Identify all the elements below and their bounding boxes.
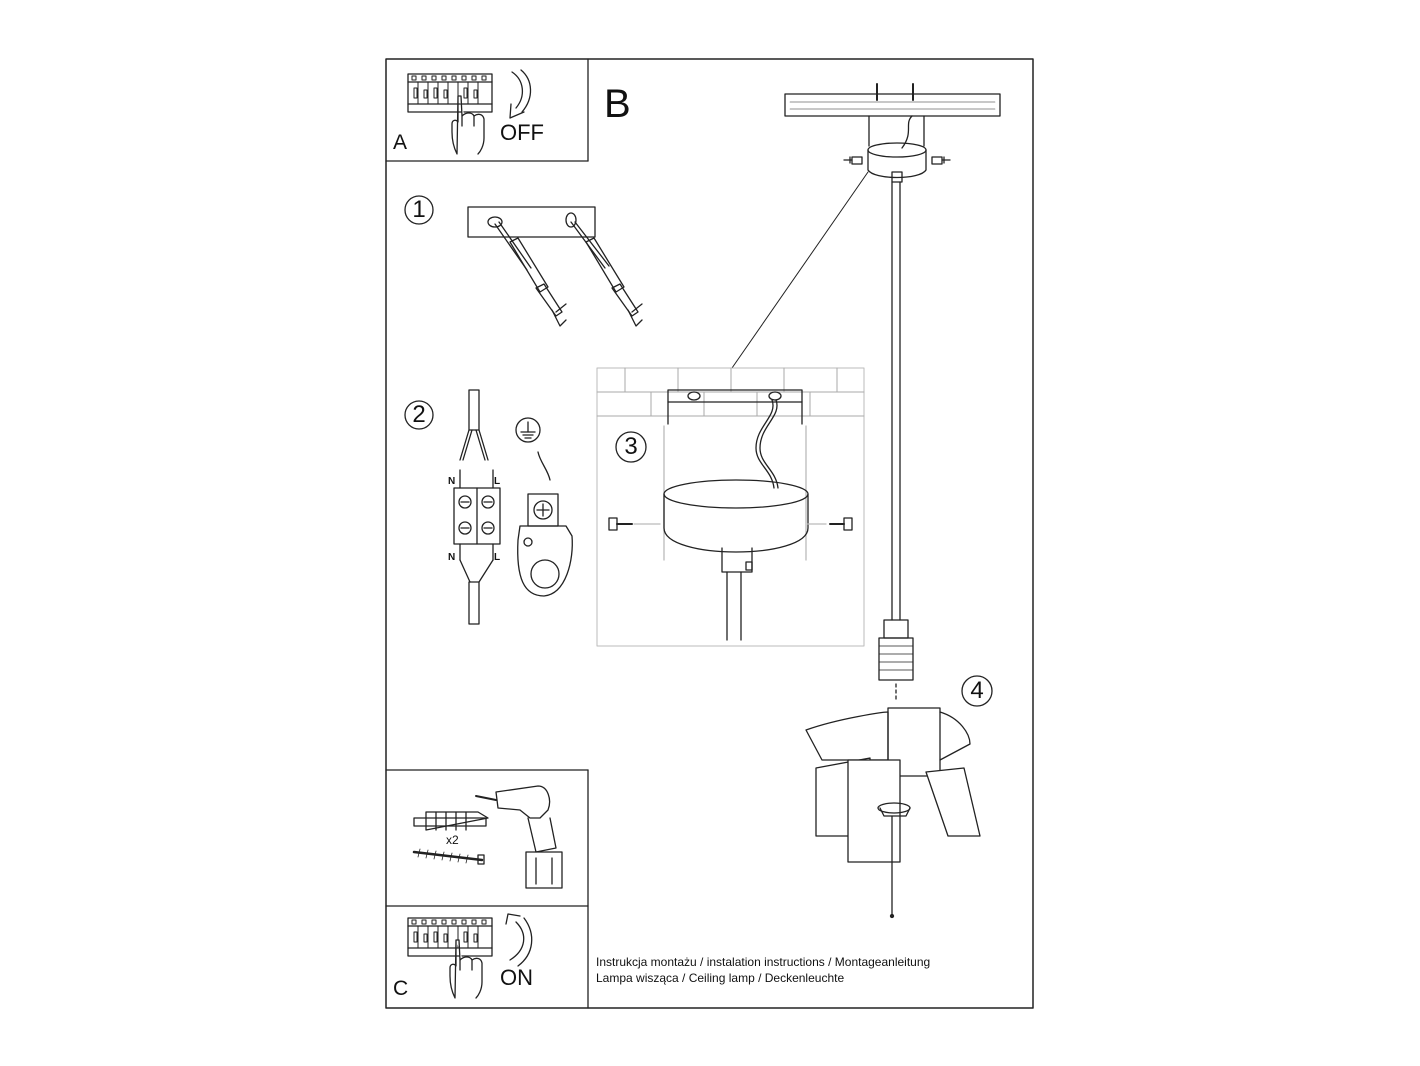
- step-2-wiring: [404, 389, 573, 625]
- pendant-cable: [731, 171, 901, 621]
- hand-icon: [451, 95, 485, 155]
- step-3-number: 3: [624, 433, 638, 460]
- caption-product: Lampa wisząca / Ceiling lamp / Deckenleu…: [596, 971, 845, 985]
- quantity-label: x2: [446, 833, 459, 847]
- power-off-label: OFF: [500, 120, 544, 145]
- neutral-label-bottom: N: [448, 552, 456, 563]
- power-on-label: ON: [500, 965, 533, 990]
- neutral-label-top: N: [448, 476, 456, 487]
- panel-b-letter: B: [604, 82, 631, 126]
- arrow-down-icon: [509, 69, 532, 119]
- step-1-mounting-bar: [404, 195, 643, 327]
- screw-icon: [412, 848, 485, 865]
- step-4-number: 4: [970, 677, 984, 704]
- step-1-number: 1: [412, 196, 426, 223]
- breaker-panel-off: [407, 73, 493, 113]
- step-4-lampshade: [805, 675, 993, 919]
- arrow-up-icon: [505, 913, 533, 967]
- step-2-number: 2: [412, 401, 426, 428]
- hand-icon: [449, 939, 483, 999]
- panel-a-letter: A: [393, 131, 408, 154]
- dowel-icon: [413, 811, 489, 831]
- live-label-top: L: [494, 476, 501, 487]
- breaker-panel-on: [407, 917, 493, 957]
- sheet-frame: [385, 58, 1034, 1009]
- ceiling-canopy: [843, 142, 951, 183]
- step-3-detail-box: [596, 367, 865, 647]
- drill-icon: [475, 785, 563, 889]
- panel-c-letter: C: [393, 977, 409, 1000]
- lamp-holder: [878, 619, 914, 701]
- caption-instructions: Instrukcja montażu / instalation instruc…: [596, 955, 931, 969]
- ceiling-board: [784, 83, 1001, 149]
- live-label-bottom: L: [494, 552, 501, 563]
